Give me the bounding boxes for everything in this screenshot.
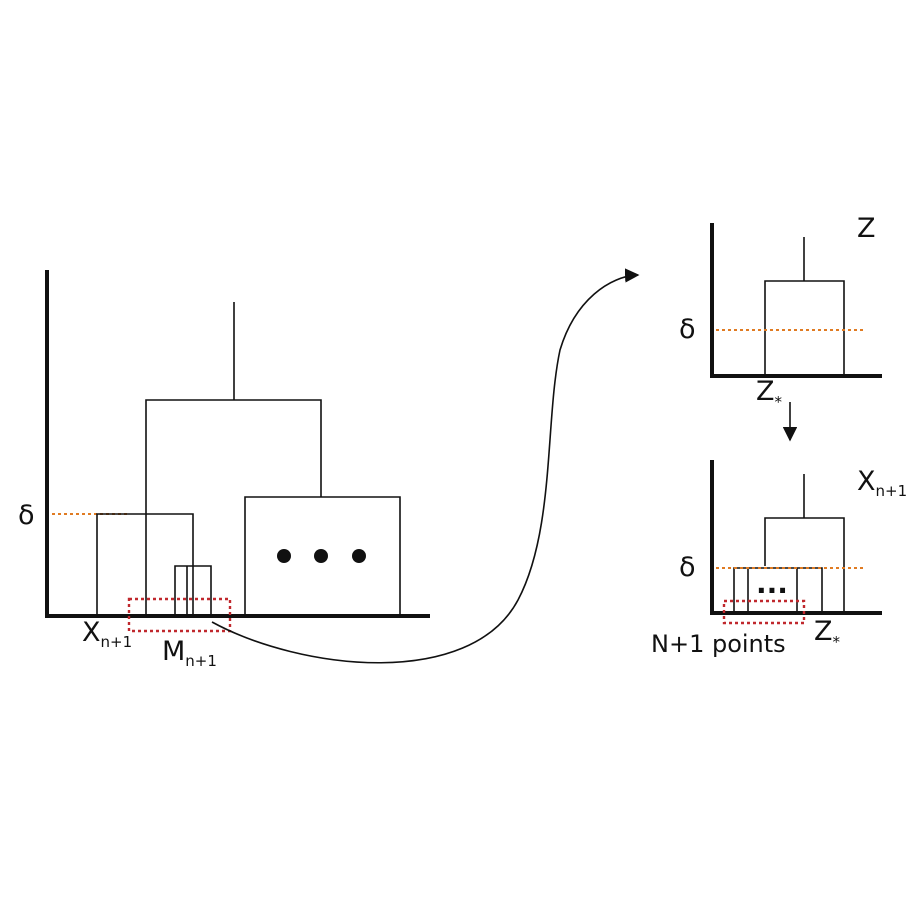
- m-label-main: M: [162, 636, 185, 667]
- x-n1-label: Xn+1: [82, 617, 132, 651]
- bottom-right-panel: Xn+1 ... δ N+1 points Z*: [651, 460, 907, 658]
- left-delta-label: δ: [18, 500, 35, 531]
- z-label-main: Z: [756, 376, 775, 407]
- x-merge-box: [764, 517, 845, 613]
- top-right-z-star-label: Z*: [756, 376, 783, 411]
- x-label-sub: n+1: [101, 633, 133, 651]
- bottom-right-panel-label: Xn+1: [857, 466, 907, 500]
- bottom-right-panel-label-main: X: [857, 466, 876, 497]
- z-label-sub-2: *: [833, 633, 841, 651]
- n-plus-one-points-label: N+1 points: [651, 630, 786, 658]
- ellipsis-dot-3: [352, 549, 366, 563]
- small-cluster-box: [174, 565, 212, 616]
- top-right-delta-label: δ: [679, 314, 696, 345]
- top-right-panel: Z δ Z*: [679, 213, 882, 411]
- m-label-sub: n+1: [185, 652, 217, 670]
- root-merge: [145, 399, 322, 616]
- bottom-right-ellipsis: ...: [756, 567, 788, 600]
- z-merge-box: [764, 280, 845, 376]
- ellipsis-dot-2: [314, 549, 328, 563]
- bottom-right-selection-region: [722, 599, 806, 625]
- ellipsis-dot-1: [277, 549, 291, 563]
- right-cluster-box: [244, 496, 401, 616]
- top-right-panel-label: Z: [857, 213, 876, 244]
- left-selection-region: [127, 597, 232, 633]
- bottom-right-delta-label: δ: [679, 552, 696, 583]
- bottom-right-panel-label-sub: n+1: [876, 482, 908, 500]
- z-label-sub: *: [775, 393, 783, 411]
- left-cluster-merge: [96, 513, 194, 616]
- bottom-right-z-star-label: Z*: [814, 616, 841, 651]
- zoom-connector-arrow: [211, 268, 640, 664]
- m-n1-label: Mn+1: [162, 636, 217, 670]
- left-dendrogram-tree: [96, 302, 401, 616]
- z-label-main-2: Z: [814, 616, 833, 647]
- x-label-main: X: [82, 617, 101, 648]
- left-dendrogram-panel: δ Xn+1 Mn+1: [18, 270, 430, 670]
